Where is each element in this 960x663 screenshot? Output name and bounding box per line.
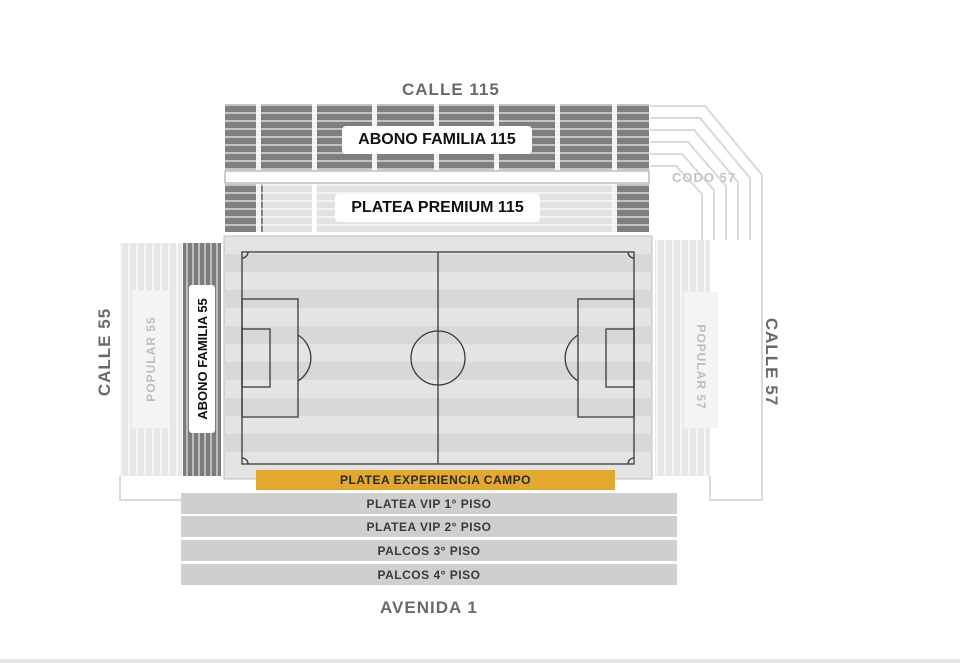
section-platea-vip-1[interactable]: PLATEA VIP 1° PISO	[181, 493, 677, 514]
section-platea-vip-2[interactable]: PLATEA VIP 2° PISO	[181, 516, 677, 537]
street-label-bottom: AVENIDA 1	[380, 598, 478, 617]
soccer-pitch	[223, 235, 653, 480]
label-platea-premium-115[interactable]: PLATEA PREMIUM 115	[335, 194, 540, 222]
label-popular-57[interactable]: POPULAR 57	[694, 324, 708, 410]
label-abono-familia-115[interactable]: ABONO FAMILIA 115	[342, 126, 532, 154]
street-label-top: CALLE 115	[402, 80, 500, 99]
section-codo-57[interactable]	[650, 105, 763, 500]
section-platea-experiencia-campo[interactable]: PLATEA EXPERIENCIA CAMPO	[256, 470, 615, 490]
label-codo-57[interactable]: CODO 57	[672, 170, 737, 185]
label-popular-55[interactable]: POPULAR 55	[144, 316, 158, 402]
section-palcos-3[interactable]: PALCOS 3° PISO	[181, 540, 677, 561]
section-popular-55[interactable]	[120, 243, 182, 476]
bottom-divider	[0, 659, 960, 663]
label-abono-familia-55[interactable]: ABONO FAMILIA 55	[189, 285, 215, 433]
section-palcos-4[interactable]: PALCOS 4° PISO	[181, 564, 677, 585]
section-popular-57[interactable]	[655, 240, 718, 476]
label-platea-experiencia-campo: PLATEA EXPERIENCIA CAMPO	[340, 473, 531, 487]
